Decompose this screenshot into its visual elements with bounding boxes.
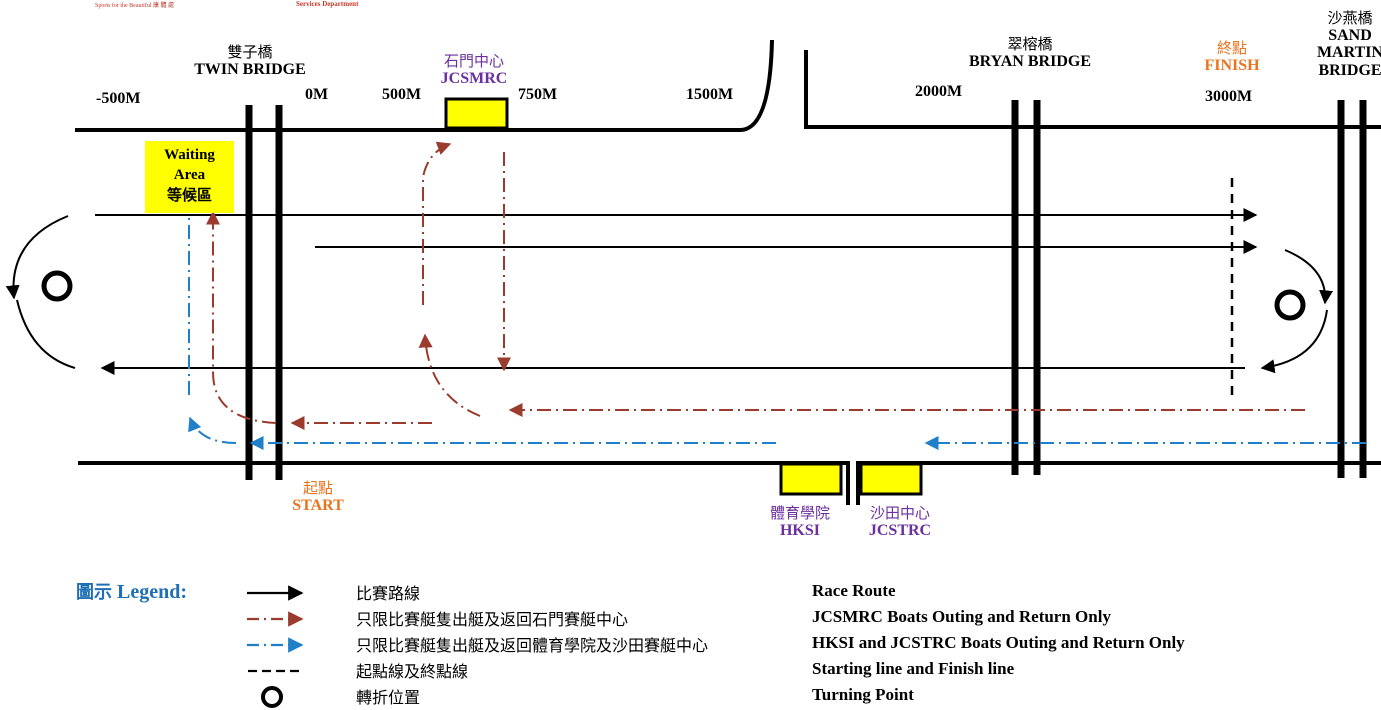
jcstrc-label: 沙田中心 JCSTRC	[857, 505, 943, 539]
twin-bridge-zh: 雙子橋	[227, 43, 273, 61]
twin-bridge-label: 雙子橋 TWIN BRIDGE	[183, 44, 317, 78]
jcsmrc-en: JCSMRC	[440, 69, 508, 87]
waiting-area-line2: Area	[173, 167, 206, 183]
marker-3000m: 3000M	[1205, 88, 1253, 105]
marker-750m: 750M	[518, 86, 558, 103]
legend-item-en: Starting line and Finish line	[812, 659, 1015, 678]
legend-title: 圖示 Legend:	[76, 578, 187, 604]
hksi-en: HKSI	[779, 521, 820, 539]
header-fragment-left: Sports for the Beautiful 康 體 處	[95, 3, 174, 9]
twin-bridge	[245, 105, 283, 480]
marker-0m: 0M	[305, 86, 329, 103]
sand-martin-bridge-en3: BRIDGE	[1318, 61, 1381, 79]
legend-item-zh: 起點線及終點線	[356, 662, 469, 681]
sand-martin-bridge-en2: MARTIN	[1316, 44, 1381, 62]
waiting-area-line1: Waiting	[164, 147, 215, 163]
hksi-label: 體育學院 HKSI	[757, 505, 843, 539]
hksi-zh: 體育學院	[769, 504, 830, 522]
waiting-area-line3: 等候區	[166, 186, 212, 204]
jcsmrc-route	[206, 141, 1305, 430]
sand-martin-bridge	[1337, 100, 1367, 478]
hksi-dock	[779, 462, 843, 496]
twin-bridge-en: TWIN BRIDGE	[194, 60, 306, 78]
finish-zh: 終點	[1216, 39, 1247, 57]
start-label: 起點 START	[280, 480, 356, 514]
sand-martin-bridge-label: 沙燕橋 SAND MARTIN BRIDGE	[1305, 10, 1381, 79]
bryan-bridge	[1011, 100, 1041, 475]
legend-turning-circle	[261, 686, 283, 708]
legend-item-en: JCSMRC Boats Outing and Return Only	[812, 607, 1111, 626]
legend-item-jcsmrc: 只限比賽艇隻出艇及返回石門賽艇中心 JCSMRC Boats Outing an…	[240, 606, 1340, 632]
legend-item-turning-point: 轉折位置 Turning Point	[240, 684, 1340, 710]
river-bank-bottom	[78, 461, 1381, 505]
legend-symbols	[247, 585, 304, 708]
waiting-area: Waiting Area 等候區	[145, 141, 234, 213]
river-bank-top	[75, 39, 1381, 132]
finish-label: 終點 FINISH	[1192, 40, 1272, 74]
jcstrc-zh: 沙田中心	[869, 504, 930, 522]
header-fragment-right: Services Department	[296, 0, 359, 8]
legend-item-zh: 轉折位置	[356, 688, 421, 707]
turning-point-left	[41, 270, 73, 302]
bryan-bridge-en: BRYAN BRIDGE	[969, 52, 1091, 70]
legend-item-race-route: 比賽路線 Race Route	[240, 580, 1340, 606]
marker-1500m: 1500M	[686, 86, 734, 103]
jcsmrc-dock	[444, 97, 509, 130]
legend-item-start-finish-line: 起點線及終點線 Starting line and Finish line	[240, 658, 1340, 684]
legend-item-zh: 只限比賽艇隻出艇及返回石門賽艇中心	[356, 610, 629, 629]
legend-item-en: Race Route	[812, 581, 896, 600]
finish-en: FINISH	[1204, 56, 1260, 74]
sand-martin-bridge-zh: 沙燕橋	[1327, 9, 1373, 27]
race-route	[5, 208, 1334, 375]
legend-item-hksi-jcstrc: 只限比賽艇隻出艇及返回體育學院及沙田賽艇中心 HKSI and JCSTRC B…	[240, 632, 1340, 658]
jcstrc-dock	[859, 462, 923, 496]
hksi-jcstrc-route	[188, 215, 1366, 450]
marker-minus-500m: -500M	[96, 90, 141, 107]
start-zh: 起點	[302, 479, 333, 497]
marker-500m: 500M	[382, 86, 422, 103]
legend-item-en: HKSI and JCSTRC Boats Outing and Return …	[812, 633, 1185, 652]
sand-martin-bridge-en1: SAND	[1328, 26, 1372, 44]
bryan-bridge-zh: 翠榕橋	[1007, 35, 1053, 53]
marker-2000m: 2000M	[915, 83, 963, 100]
turning-point-right	[1274, 289, 1306, 321]
legend-item-en: Turning Point	[812, 685, 914, 704]
jcstrc-en: JCSTRC	[868, 521, 932, 539]
legend-title-en: Legend:	[117, 581, 187, 603]
jcsmrc-zh: 石門中心	[443, 52, 504, 70]
legend-item-zh: 比賽路線	[356, 584, 421, 603]
jcsmrc-label: 石門中心 JCSMRC	[428, 53, 520, 87]
bryan-bridge-label: 翠榕橋 BRYAN BRIDGE	[958, 36, 1102, 70]
start-en: START	[292, 496, 344, 514]
legend-title-zh: 圖示	[76, 582, 112, 603]
legend-item-zh: 只限比賽艇隻出艇及返回體育學院及沙田賽艇中心	[356, 636, 709, 655]
